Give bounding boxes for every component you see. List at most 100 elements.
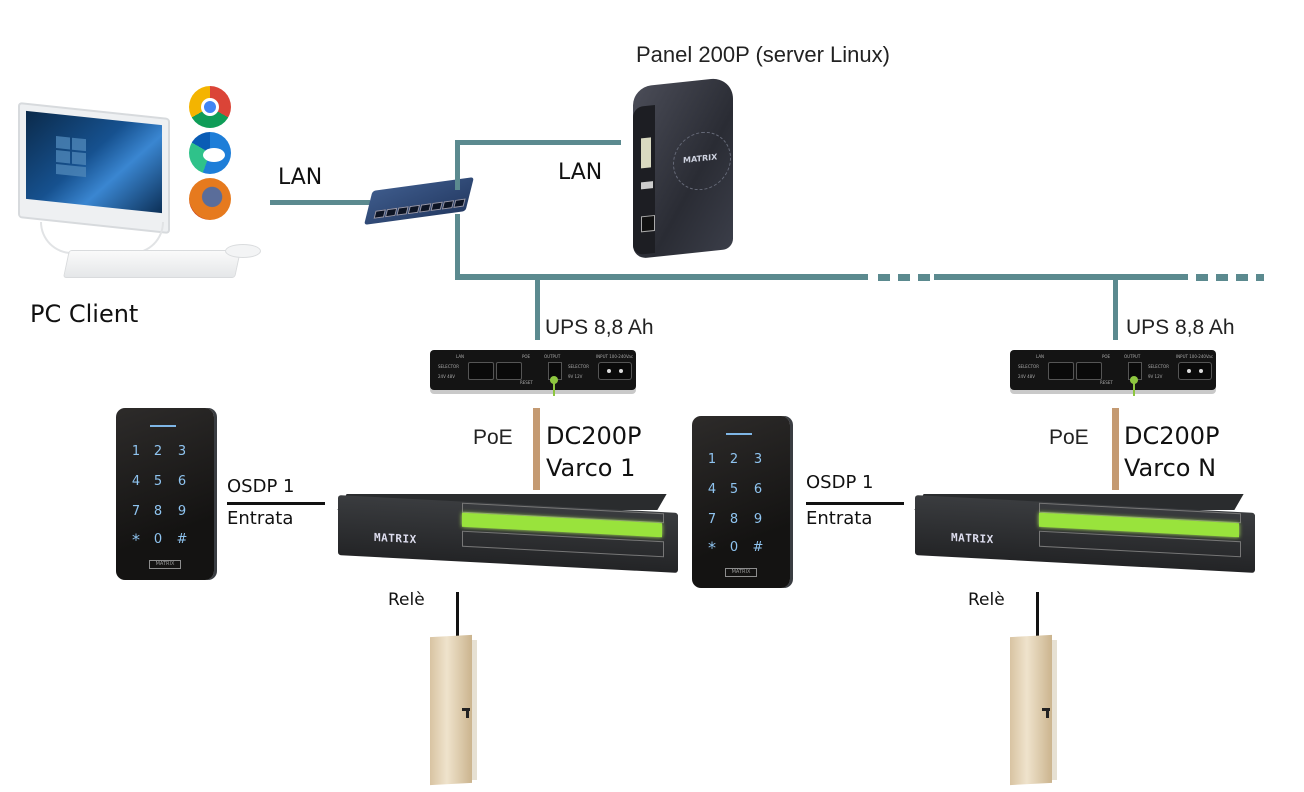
keypad-reader-icon: 1 2 3 4 5 6 7 8 9 * 0 # MATRIX <box>116 408 214 580</box>
keypad-key: 9 <box>753 512 763 527</box>
lan-drop-ups-1 <box>535 278 540 340</box>
ups-label: UPS 8,8 Ah <box>545 316 654 339</box>
keypad-key: 2 <box>153 444 163 459</box>
keypad-key: 8 <box>153 504 163 519</box>
ups-voltage-text: 9V 12V <box>568 374 583 379</box>
ups-voltage-text: 24V 48V <box>438 374 455 379</box>
keypad-key: 2 <box>729 452 739 467</box>
poe-label: PoE <box>473 426 513 449</box>
ups-device-icon: LAN SELECTOR 24V 48V POE RESET OUTPUT SE… <box>430 350 636 390</box>
controller-logo: MATRIX <box>374 530 417 547</box>
ups-device-icon: LAN SELECTOR 24V 48V POE RESET OUTPUT SE… <box>1010 350 1216 390</box>
poe-cable <box>1112 408 1119 490</box>
dc200p-controller-icon: MATRIX <box>914 494 1255 574</box>
controller-logo: MATRIX <box>951 530 994 547</box>
controller-name-label: Varco 1 <box>546 454 636 482</box>
lan-line-switch-backbone-vertical <box>455 214 460 278</box>
backbone-dash <box>1256 274 1264 281</box>
ups-output-cable <box>1133 380 1135 396</box>
lan-backbone <box>455 274 868 280</box>
keypad-key: 6 <box>753 482 763 497</box>
panel-label: Panel 200P (server Linux) <box>636 42 890 67</box>
keypad-key: * <box>132 530 140 549</box>
keypad-key: 7 <box>131 504 141 519</box>
controller-model-label: DC200P <box>546 422 642 450</box>
panel-200p-device-icon: MATRIX <box>633 76 733 260</box>
door-icon <box>430 634 478 786</box>
keypad-key: * <box>708 538 716 557</box>
keypad-key: 1 <box>131 444 141 459</box>
osdp-cable <box>227 502 325 505</box>
keypad-key: 0 <box>729 540 739 555</box>
keypad-key: 6 <box>177 474 187 489</box>
ups-selector-text: SELECTOR <box>1148 364 1169 369</box>
ups-input-text: INPUT 100-240Vac <box>1176 354 1214 359</box>
lan-label-pc: LAN <box>278 165 323 190</box>
osdp-label: OSDP 1 <box>227 476 295 497</box>
keypad-key: 3 <box>177 444 187 459</box>
keypad-key: 9 <box>177 504 187 519</box>
keypad-key: 8 <box>729 512 739 527</box>
lan-line-switch-panel-vertical <box>455 140 460 190</box>
backbone-dash <box>1196 274 1208 281</box>
ups-output-text: OUTPUT <box>1124 354 1141 359</box>
lan-drop-ups-n <box>1113 278 1118 340</box>
backbone-dash <box>878 274 890 281</box>
controller-name-label: Varco N <box>1124 454 1217 482</box>
keypad-key: 3 <box>753 452 763 467</box>
poe-cable <box>533 408 540 490</box>
pc-client-label: PC Client <box>30 300 139 328</box>
ups-reset-text: RESET <box>1100 380 1113 385</box>
firefox-icon <box>189 178 231 220</box>
door-icon <box>1010 634 1058 786</box>
lan-backbone-segment <box>934 274 1188 280</box>
ups-reset-text: RESET <box>520 380 533 385</box>
ups-lan-text: LAN <box>456 354 465 359</box>
keypad-key: 4 <box>707 482 717 497</box>
edge-icon <box>189 132 231 174</box>
keypad-key: # <box>752 540 764 555</box>
monitor-icon <box>18 102 170 234</box>
relay-label: Relè <box>968 590 1005 610</box>
chrome-icon <box>189 86 231 128</box>
osdp-cable <box>806 502 904 505</box>
poe-label: PoE <box>1049 426 1089 449</box>
lan-line-pc-switch <box>270 200 370 205</box>
ups-selector-text: SELECTOR <box>568 364 589 369</box>
keypad-key: 4 <box>131 474 141 489</box>
ups-input-text: INPUT 100-240Vac <box>596 354 634 359</box>
backbone-dash <box>898 274 910 281</box>
controller-model-label: DC200P <box>1124 422 1220 450</box>
backbone-dash <box>1216 274 1228 281</box>
keypad-brand: MATRIX <box>725 568 757 577</box>
mouse-icon <box>225 244 261 258</box>
keypad-key: 1 <box>707 452 717 467</box>
relay-label: Relè <box>388 590 425 610</box>
ups-output-cable <box>553 380 555 396</box>
relay-cable <box>456 592 459 636</box>
entrata-label: Entrata <box>806 508 873 529</box>
osdp-label: OSDP 1 <box>806 472 874 493</box>
lan-label-panel: LAN <box>558 160 603 185</box>
lan-line-switch-panel <box>455 140 621 145</box>
keypad-key: 5 <box>153 474 163 489</box>
ups-voltage-text: 9V 12V <box>1148 374 1163 379</box>
ups-voltage-text: 24V 48V <box>1018 374 1035 379</box>
ups-poe-text: POE <box>1102 354 1111 359</box>
ups-selector-text: SELECTOR <box>438 364 459 369</box>
dc200p-controller-icon: MATRIX <box>337 494 678 574</box>
keypad-reader-icon: 1 2 3 4 5 6 7 8 9 * 0 # MATRIX <box>692 416 790 588</box>
keypad-brand: MATRIX <box>149 560 181 569</box>
keyboard-icon <box>63 250 241 278</box>
ups-output-text: OUTPUT <box>544 354 561 359</box>
keypad-key: 7 <box>707 512 717 527</box>
backbone-dash <box>918 274 930 281</box>
entrata-label: Entrata <box>227 508 294 529</box>
ups-label: UPS 8,8 Ah <box>1126 316 1235 339</box>
keypad-key: 5 <box>729 482 739 497</box>
backbone-dash <box>1236 274 1248 281</box>
ups-poe-text: POE <box>522 354 531 359</box>
ups-selector-text: SELECTOR <box>1018 364 1039 369</box>
keypad-key: 0 <box>153 532 163 547</box>
